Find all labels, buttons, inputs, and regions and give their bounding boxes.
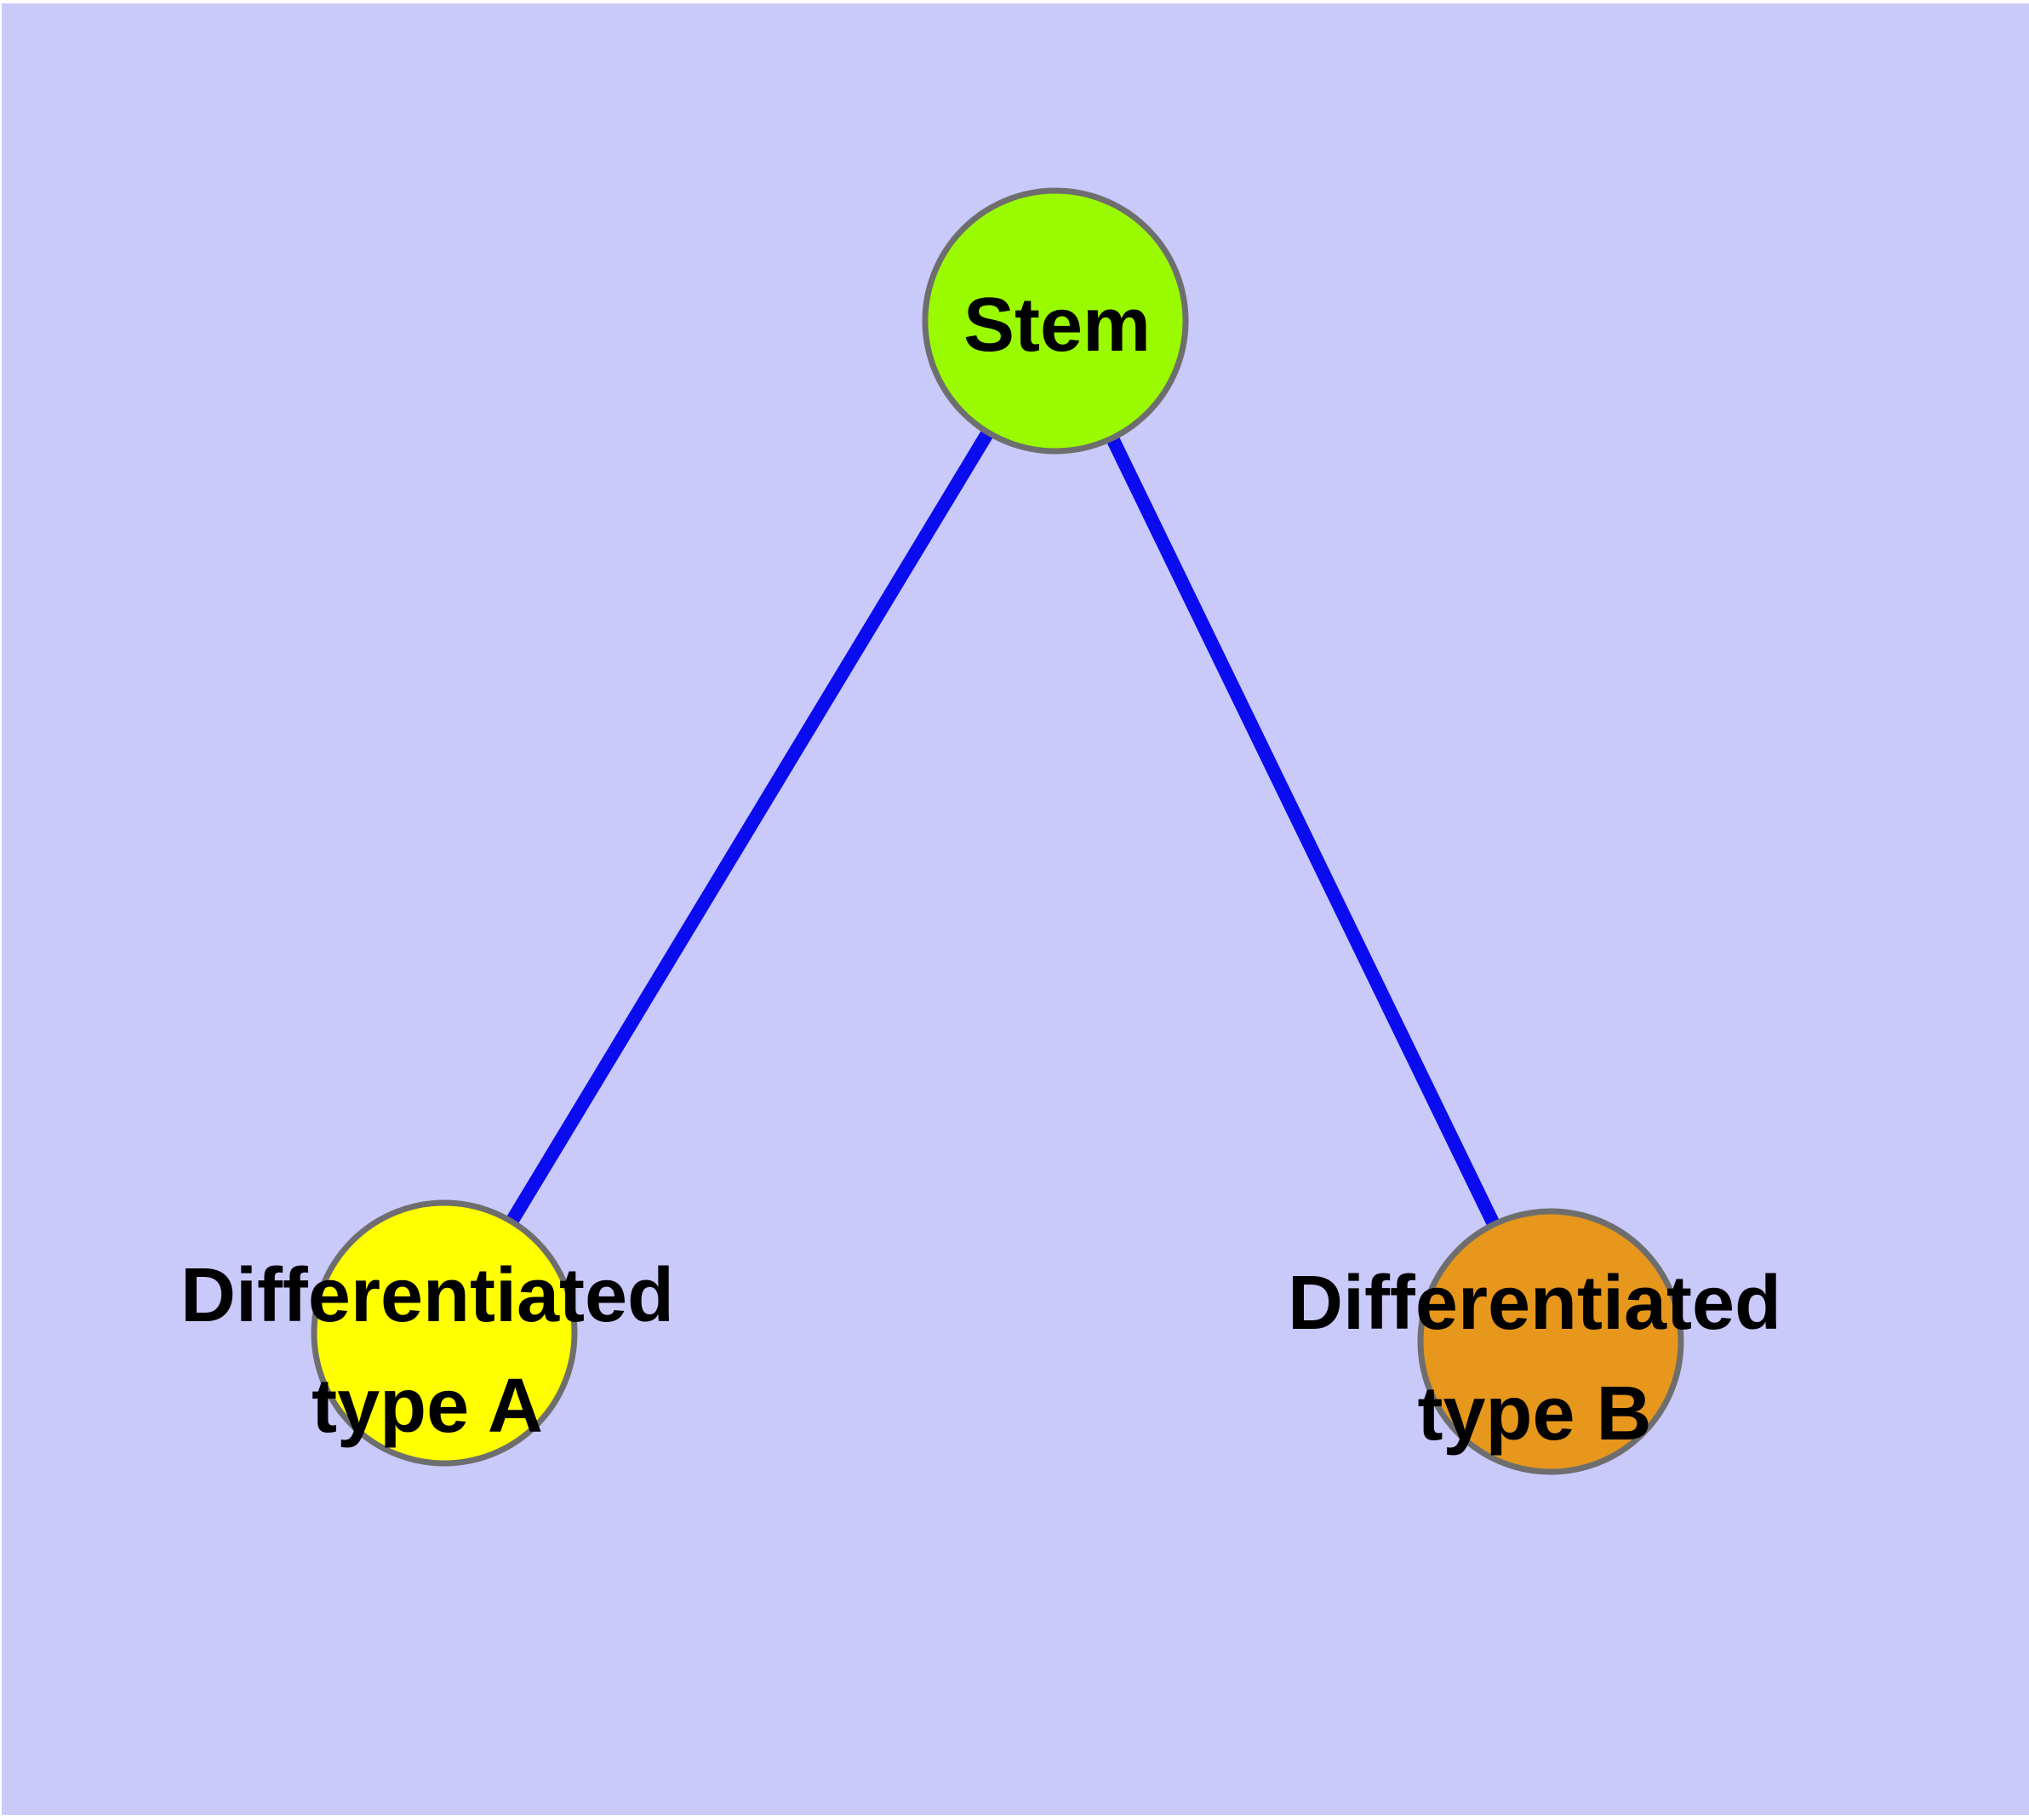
- node-type-a-label-line1: Differentiated: [180, 1253, 674, 1338]
- node-type-a-label-line2: type A: [311, 1364, 543, 1449]
- node-type-b-label-line1: Differentiated: [1288, 1261, 1781, 1346]
- node-type-b-label-line2: type B: [1417, 1371, 1651, 1457]
- edge-stem-to-type-b: [1049, 318, 1557, 1345]
- edge-stem-to-type-a: [438, 317, 1061, 1337]
- node-stem-circle: [922, 187, 1189, 455]
- node-type-b-circle: [1417, 1208, 1684, 1475]
- node-type-a-circle: [311, 1199, 578, 1467]
- node-stem-label: Stem: [963, 283, 1151, 368]
